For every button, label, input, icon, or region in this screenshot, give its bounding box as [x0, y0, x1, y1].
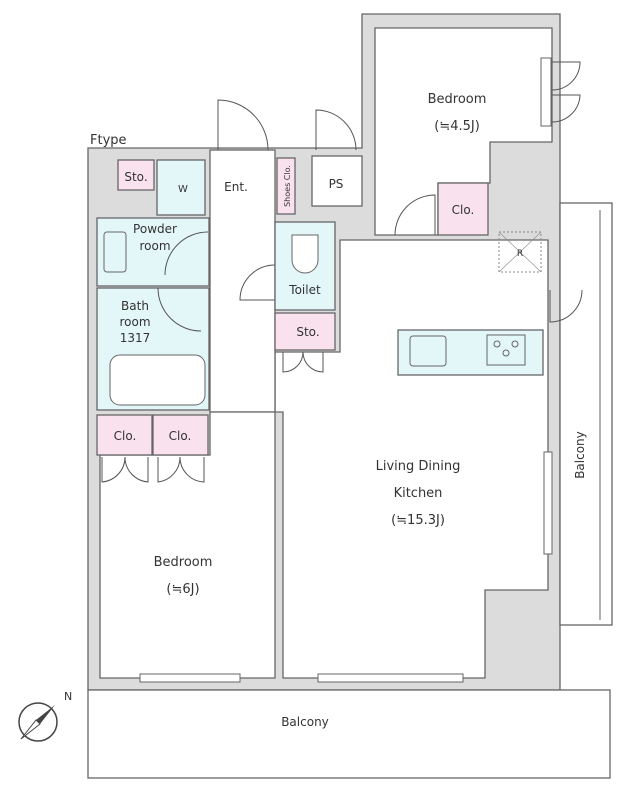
window-ldk-right [543, 451, 553, 555]
entrance-label: Ent. [224, 180, 248, 194]
balcony-bottom [87, 689, 611, 779]
bedroom-left-size: (≒6J) [166, 582, 199, 597]
powder-room-line2: room [139, 239, 170, 253]
closet-top-label: Clo. [452, 203, 475, 217]
pipe-space-label: PS [329, 177, 344, 191]
closet-top [437, 182, 489, 236]
refrigerator-space: R [498, 231, 542, 273]
plan-type-label: Ftype [90, 133, 127, 148]
stove-icon [486, 334, 526, 366]
hallway [209, 149, 276, 413]
bedroom-top-name: Bedroom [428, 92, 487, 107]
balcony-bottom-label: Balcony [281, 715, 329, 729]
balcony-right-label: Balcony [573, 431, 587, 479]
compass-icon: N [18, 690, 72, 742]
powder-room-door-icon [164, 231, 209, 276]
powder-room-line1: Powder [133, 222, 177, 236]
window-ldk-bottom [317, 673, 464, 683]
closet-left-2 [152, 414, 209, 456]
shoes-closet [276, 157, 296, 215]
entrance-door-icon [217, 99, 269, 151]
bathroom-line2: room [119, 315, 150, 329]
ps-door-icon [315, 109, 357, 151]
washer-space [156, 159, 206, 216]
closet-left-1-label: Clo. [114, 429, 137, 443]
bathroom-line3: 1317 [120, 331, 151, 345]
toilet-door-icon [239, 264, 276, 301]
storage-top [117, 159, 155, 191]
storage-mid [274, 312, 336, 351]
bedroom-top [374, 27, 553, 236]
ldk-line1: Living Dining [376, 459, 461, 474]
storage-top-label: Sto. [124, 170, 147, 184]
refrigerator-label: R [517, 249, 523, 259]
washer-label: W [178, 184, 188, 195]
closet-doors-icon [101, 456, 205, 483]
ldk-line2: Kitchen [394, 486, 443, 501]
balcony-door-icon [549, 289, 583, 323]
bedroom-left-name: Bedroom [154, 555, 213, 570]
balcony-right [559, 202, 613, 626]
window-right-top [540, 57, 581, 127]
bedroom-left [99, 411, 276, 679]
sink-icon [103, 231, 127, 273]
window-bedroom-left [139, 673, 241, 683]
powder-room [96, 217, 210, 287]
ldk-size: (≒15.3J) [391, 513, 445, 528]
storage-mid-label: Sto. [296, 325, 319, 339]
storage-mid-door-icon [282, 351, 324, 373]
closet-left-2-label: Clo. [169, 429, 192, 443]
pipe-space [311, 155, 363, 207]
bathroom-line1: Bath [121, 299, 149, 313]
bathtub-icon [109, 354, 206, 406]
bedroom-top-door-icon [394, 194, 436, 236]
bedroom-top-size: (≒4.5J) [434, 119, 480, 134]
closet-left-1 [96, 414, 153, 456]
toilet-bowl-icon [291, 234, 319, 274]
shoes-closet-label: Shoes Clo. [283, 165, 292, 207]
kitchen-counter [397, 329, 544, 376]
compass-north-label: N [64, 690, 72, 703]
toilet-label: Toilet [288, 283, 321, 297]
bathroom-door-icon [157, 287, 202, 332]
